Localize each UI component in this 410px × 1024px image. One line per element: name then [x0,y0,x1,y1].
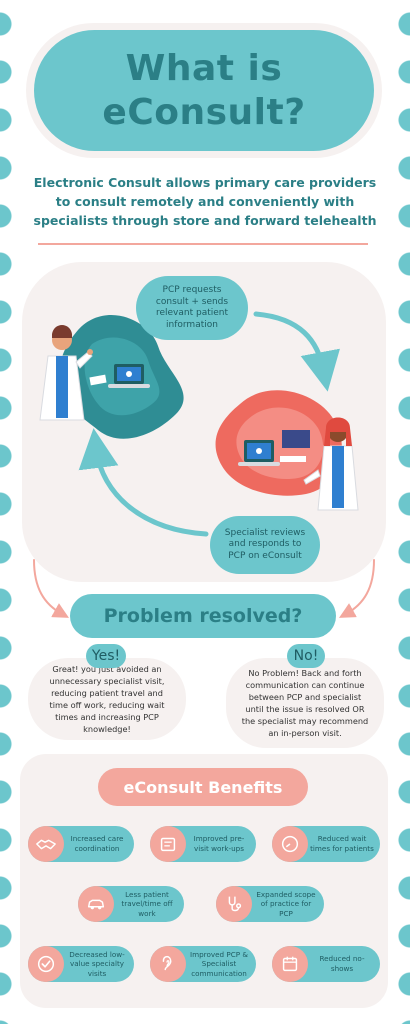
pcp-step-line-1: PCP requests [162,285,222,295]
benefit-label: Decreased low-value specialty visits [69,949,125,978]
yes-tag: Yes! [86,644,126,668]
benefit-pre-visit-work-ups: Improved pre-visit work-ups [150,826,256,862]
benefit-reduced-wait-times: Reduced wait times for patients [272,826,380,862]
specialist-step-line-2: and responds to [228,539,302,550]
left-scallop-border [0,0,12,1024]
handshake-icon [28,826,64,862]
arrow-right-to-problem [339,559,375,618]
specialist-doctor-figure [303,417,359,511]
right-scallop-border [398,0,410,1024]
title-banner: What is eConsult? [34,30,374,151]
stethoscope-icon [216,886,252,922]
yes-answer-text: Great! you just avoided an unnecessary s… [49,664,165,734]
no-answer-text: No Problem! Back and forth communication… [241,668,369,738]
intro-text: Electronic Consult allows primary care p… [30,173,380,230]
yes-answer-card: Great! you just avoided an unnecessary s… [28,658,186,740]
arrow-left-to-problem [33,559,69,618]
no-answer-card: No Problem! Back and forth communication… [226,658,384,748]
pcp-step-line-2: consult + sends [155,296,229,307]
benefits-title: eConsult Benefits [123,777,283,797]
benefits-banner: eConsult Benefits [98,768,308,806]
clock-icon [272,826,308,862]
arrow-to-pcp [78,428,209,537]
benefit-label: Reduced wait times for patients [310,834,374,853]
specialist-step-line-3: PCP on eConsult [228,550,302,561]
problem-question: Problem resolved? [103,605,303,627]
benefit-label: Reduced no-shows [319,954,365,973]
ear-icon [150,946,186,982]
pcp-step-bubble: PCP requests consult + sends relevant pa… [136,276,248,340]
checkmark-icon [28,946,64,982]
specialist-step-bubble: Specialist reviews and responds to PCP o… [210,516,320,574]
benefit-label: Increased care coordination [70,834,124,853]
pcp-laptop-icon [89,364,150,388]
arrow-to-specialist [253,311,340,392]
benefit-decreased-low-value-visits: Decreased low-value specialty visits [28,946,134,982]
pcp-step-line-3: relevant patient [155,308,229,318]
no-tag: No! [287,644,325,668]
benefit-label: Less patient travel/time off work [121,889,173,918]
specialist-laptop-icon [238,430,310,466]
benefit-care-coordination: Increased care coordination [28,826,134,862]
car-icon [78,886,114,922]
intro-line-3: specialists through store and forward te… [33,213,377,228]
benefit-reduced-no-shows: Reduced no-shows [272,946,380,982]
divider-line [38,243,368,245]
calendar-icon [272,946,308,982]
benefit-expanded-scope: Expanded scope of practice for PCP [216,886,324,922]
pcp-doctor-figure [39,325,93,421]
title-line-2: eConsult? [102,91,306,133]
benefit-less-patient-travel: Less patient travel/time off work [78,886,184,922]
benefit-label: Expanded scope of practice for PCP [256,889,316,918]
intro-line-1: Electronic Consult allows primary care p… [33,175,377,190]
specialist-step-line-1: Specialist reviews [224,527,306,538]
clipboard-icon [150,826,186,862]
intro-line-2: to consult remotely and conveniently wit… [55,194,355,209]
pcp-step-line-4: information [166,319,218,330]
title-line-1: What is [125,47,283,89]
benefit-improved-communication: Improved PCP & Specialist communication [150,946,256,982]
benefit-label: Improved PCP & Specialist communication [190,949,248,978]
problem-resolved-banner: Problem resolved? [70,594,336,638]
benefit-label: Improved pre-visit work-ups [193,834,245,853]
